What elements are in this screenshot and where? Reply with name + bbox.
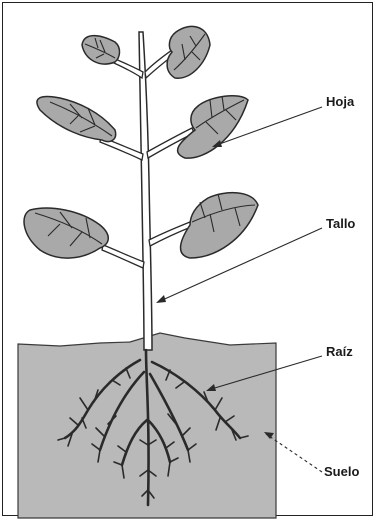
stem bbox=[139, 32, 152, 350]
label-hoja: Hoja bbox=[326, 94, 355, 109]
leaf-top-right bbox=[167, 26, 210, 78]
leaf-top-left bbox=[82, 36, 120, 64]
leaf-mid-right bbox=[178, 96, 248, 158]
leaf-low-right bbox=[181, 193, 258, 258]
label-tallo: Tallo bbox=[326, 216, 355, 231]
leaf-low-left bbox=[24, 208, 108, 258]
label-raiz: Raíz bbox=[326, 344, 353, 359]
label-suelo: Suelo bbox=[324, 464, 359, 479]
leaf-mid-left bbox=[37, 97, 116, 142]
